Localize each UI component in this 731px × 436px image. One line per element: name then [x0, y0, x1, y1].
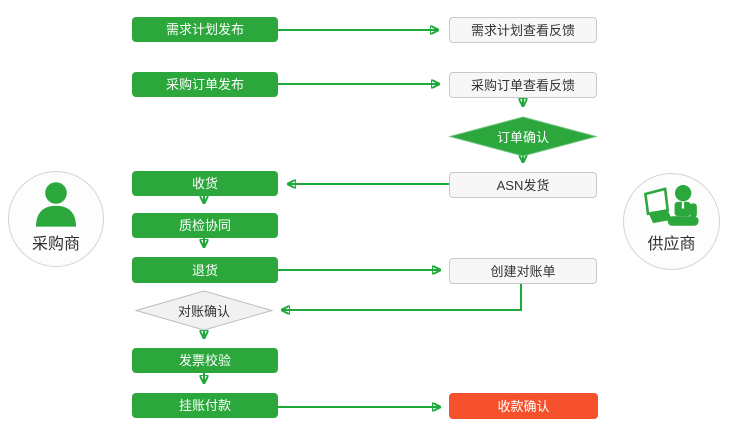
actor-supplier: 供应商 — [623, 173, 720, 270]
node-label: 采购订单发布 — [165, 77, 244, 92]
diamond-shape — [134, 290, 274, 331]
node-create-statement: 创建对账单 — [449, 258, 597, 284]
node-label: 收货 — [191, 176, 218, 191]
node-label: 收款确认 — [497, 398, 550, 414]
actor-label: 采购商 — [31, 236, 80, 253]
diamond-shape — [448, 116, 598, 157]
node-label: ASN发货 — [496, 177, 550, 193]
node-reconcile-confirm: 对账确认 — [134, 290, 274, 331]
node-asn-ship: ASN发货 — [449, 172, 597, 198]
actor-label: 供应商 — [647, 236, 696, 253]
node-label: 发票校验 — [178, 353, 231, 368]
node-demand-plan-feedback: 需求计划查看反馈 — [449, 17, 597, 43]
node-label: 对账确认 — [177, 304, 230, 319]
node-label: 需求计划发布 — [165, 22, 244, 37]
node-return-goods: 退货 — [132, 257, 278, 283]
node-quality-check: 质检协同 — [132, 213, 278, 238]
node-po-feedback: 采购订单查看反馈 — [449, 72, 597, 98]
node-label: 订单确认 — [496, 130, 549, 145]
node-label: 质检协同 — [178, 218, 231, 233]
connector-statement-to-reconcile — [281, 283, 522, 310]
supplier-laptop-person-icon — [643, 185, 699, 226]
node-label: 需求计划查看反馈 — [470, 22, 575, 38]
node-label: 退货 — [191, 262, 218, 278]
node-invoice-verify: 发票校验 — [132, 348, 278, 373]
node-label: 挂账付款 — [178, 398, 231, 413]
node-label: 创建对账单 — [490, 263, 556, 279]
node-demand-plan-publish: 需求计划发布 — [132, 17, 278, 42]
node-receipt-confirm: 收款确认 — [449, 393, 598, 419]
node-label: 采购订单查看反馈 — [470, 77, 575, 93]
buyer-person-icon — [36, 182, 76, 227]
node-receive-goods: 收货 — [132, 171, 278, 196]
node-po-publish: 采购订单发布 — [132, 72, 278, 97]
node-order-confirm: 订单确认 — [448, 116, 598, 157]
actor-buyer: 采购商 — [8, 171, 104, 267]
node-payment-on-account: 挂账付款 — [132, 393, 278, 418]
